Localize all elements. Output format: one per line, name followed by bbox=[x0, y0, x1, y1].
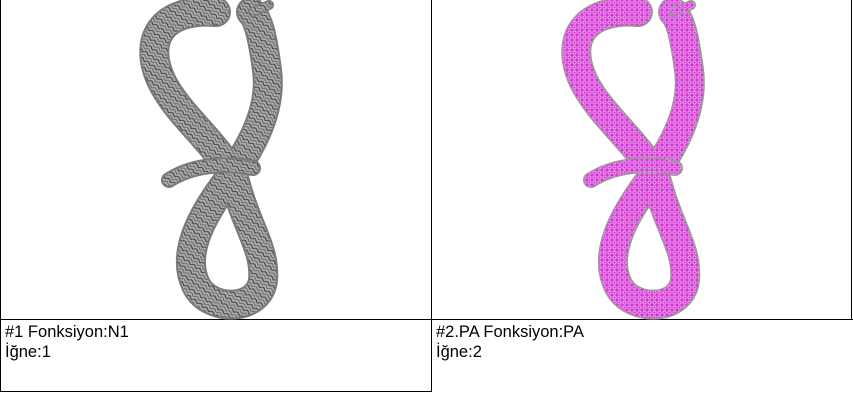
figure-eight-embroidery-2 bbox=[561, 0, 705, 320]
table-bottom-border bbox=[0, 391, 432, 392]
design-1-function-label: #1 Fonksiyon:N1 bbox=[5, 323, 129, 341]
table-column-divider bbox=[431, 0, 432, 392]
design-1-preview bbox=[1, 0, 431, 320]
figure-eight-embroidery-1 bbox=[139, 0, 283, 320]
shape-body-2 bbox=[561, 0, 705, 320]
table-right-border bbox=[851, 0, 852, 320]
design-2-info: #2.PA Fonksiyon:PA İğne:2 bbox=[432, 320, 851, 392]
table-row-divider bbox=[0, 319, 853, 320]
design-2-function-label: #2.PA Fonksiyon:PA bbox=[436, 323, 584, 341]
design-2-needle-label: İğne:2 bbox=[436, 343, 482, 361]
design-2-preview bbox=[432, 0, 851, 320]
design-1-info: #1 Fonksiyon:N1 İğne:1 bbox=[1, 320, 431, 392]
table-left-border bbox=[0, 0, 1, 392]
shape-body-1 bbox=[139, 0, 283, 320]
design-1-needle-label: İğne:1 bbox=[5, 343, 51, 361]
